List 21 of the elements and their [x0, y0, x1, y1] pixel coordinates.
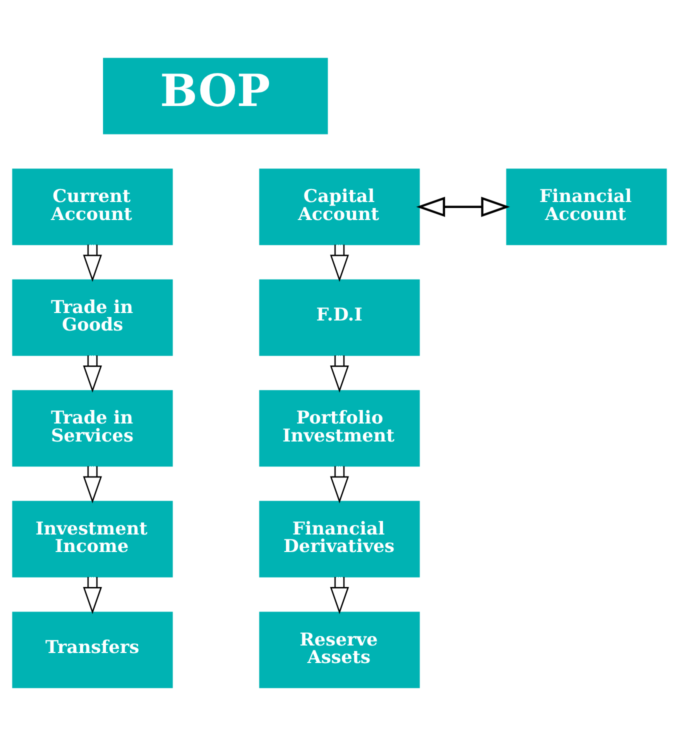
arrow: [83, 355, 102, 393]
node-box: BOP: [103, 58, 328, 134]
node-box: Investment Income: [12, 500, 173, 578]
node-box: Capital Account: [259, 168, 420, 246]
node-box: Portfolio Investment: [259, 390, 420, 467]
node-box: Trade in Goods: [12, 279, 173, 356]
arrow: [330, 577, 349, 614]
node-box: Reserve Assets: [259, 612, 420, 688]
arrow: [416, 196, 510, 217]
arrow: [330, 355, 349, 393]
node-box: Trade in Services: [12, 390, 173, 467]
arrow: [83, 577, 102, 614]
node-box: Current Account: [12, 168, 173, 246]
node-box: Financial Account: [506, 168, 667, 246]
node-box: Financial Derivatives: [259, 500, 420, 578]
node-box: F.D.I: [259, 279, 420, 356]
arrow: [83, 244, 102, 282]
node-box: Transfers: [12, 612, 173, 688]
arrow: [330, 244, 349, 282]
arrow: [330, 466, 349, 504]
arrow: [83, 466, 102, 504]
